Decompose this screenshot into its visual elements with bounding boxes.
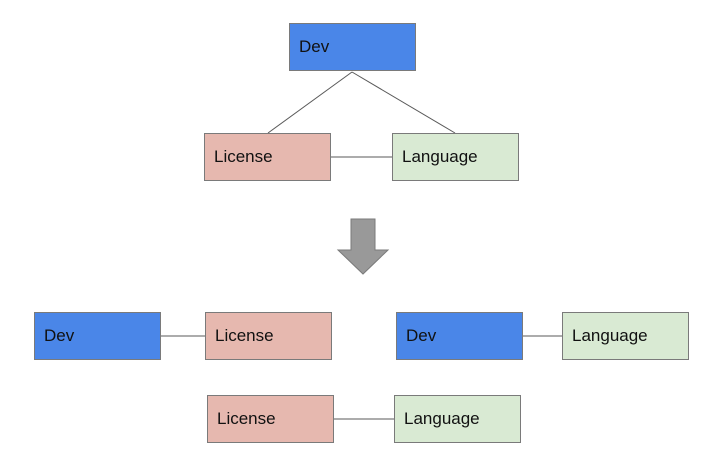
result-license-label-2: License: [217, 409, 276, 428]
connector-dev-license: [267, 71, 353, 134]
connector-dev-language: [351, 71, 456, 134]
top-license-label: License: [214, 147, 273, 166]
top-language-box: Language: [392, 133, 519, 181]
top-dev-label: Dev: [299, 37, 330, 56]
top-dev-box: Dev: [289, 23, 416, 71]
result-language-label-2: Language: [404, 409, 480, 428]
result-dev-box-2: Dev: [396, 312, 523, 360]
result-dev-box-1: Dev: [34, 312, 161, 360]
result-license-label-1: License: [215, 326, 274, 345]
result-language-label-1: Language: [572, 326, 648, 345]
result-license-box-1: License: [205, 312, 332, 360]
top-license-box: License: [204, 133, 331, 181]
result-dev-label-2: Dev: [406, 326, 437, 345]
result-license-box-2: License: [207, 395, 334, 443]
result-language-box-1: Language: [562, 312, 689, 360]
result-language-box-2: Language: [394, 395, 521, 443]
down-arrow-icon: [336, 218, 390, 275]
result-dev-label-1: Dev: [44, 326, 75, 345]
top-language-label: Language: [402, 147, 478, 166]
